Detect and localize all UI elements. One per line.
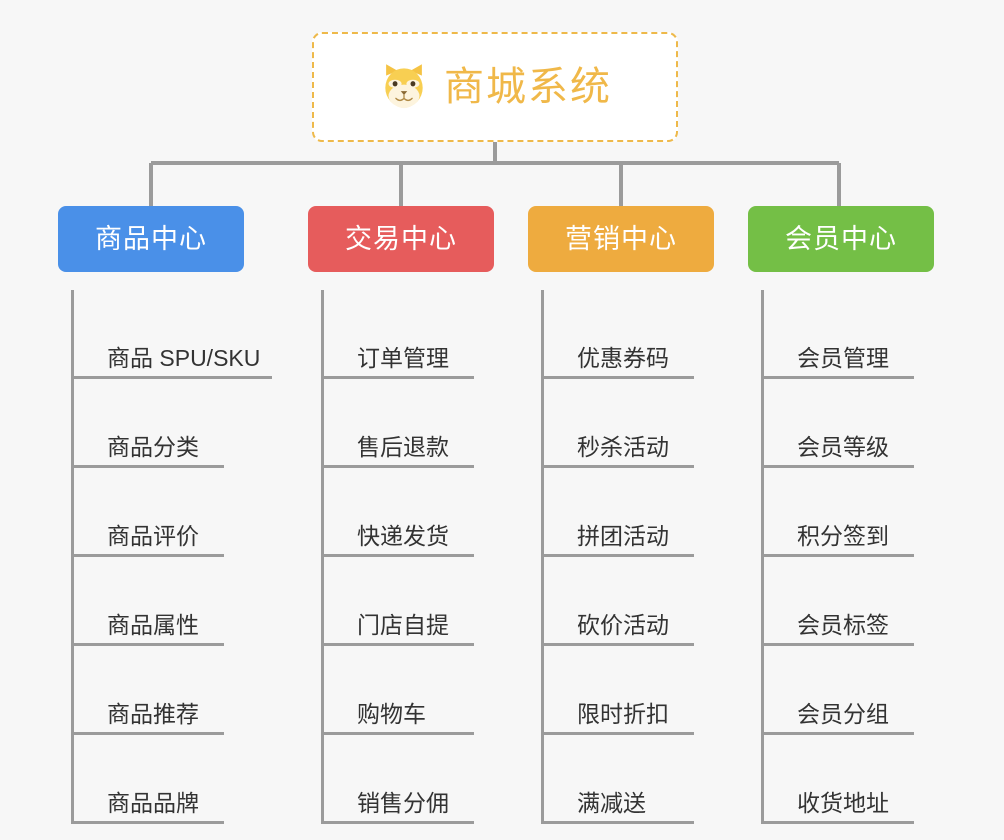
- leaf-item[interactable]: 商品推荐: [74, 646, 224, 735]
- leaf-label: 拼团活动: [577, 522, 669, 549]
- leaf-item[interactable]: 商品评价: [74, 468, 224, 557]
- leaf-label: 门店自提: [357, 611, 449, 638]
- branch-column-0: 商品中心 商品 SPU/SKU 商品分类 商品评价 商品属性 商品推荐 商品品牌: [58, 206, 273, 824]
- leaf-item[interactable]: 商品品牌: [74, 735, 224, 824]
- leaf-item[interactable]: 秒杀活动: [544, 379, 694, 468]
- leaf-label: 销售分佣: [357, 789, 449, 816]
- leaf-label: 会员标签: [797, 611, 889, 638]
- category-box-3[interactable]: 会员中心: [748, 206, 934, 272]
- leaf-item[interactable]: 售后退款: [324, 379, 474, 468]
- leaf-stack-1: 订单管理 售后退款 快递发货 门店自提 购物车 销售分佣: [321, 290, 474, 824]
- leaf-label: 优惠券码: [577, 344, 669, 371]
- leaf-item[interactable]: 商品 SPU/SKU: [74, 290, 273, 379]
- branch-column-3: 会员中心 会员管理 会员等级 积分签到 会员标签 会员分组 收货地址: [748, 206, 934, 824]
- category-title-2: 营销中心: [565, 223, 677, 254]
- root-title: 商城系统: [444, 65, 612, 109]
- leaf-item[interactable]: 会员分组: [764, 646, 914, 735]
- leaf-label: 快递发货: [357, 522, 449, 549]
- leaf-item[interactable]: 会员标签: [764, 557, 914, 646]
- leaf-item[interactable]: 收货地址: [764, 735, 914, 824]
- leaf-item[interactable]: 砍价活动: [544, 557, 694, 646]
- leaf-item[interactable]: 优惠券码: [544, 290, 694, 379]
- leaf-item[interactable]: 拼团活动: [544, 468, 694, 557]
- leaf-label: 商品 SPU/SKU: [107, 344, 261, 371]
- leaf-item[interactable]: 快递发货: [324, 468, 474, 557]
- branch-column-2: 营销中心 优惠券码 秒杀活动 拼团活动 砍价活动 限时折扣 满减送: [528, 206, 714, 824]
- leaf-label: 会员管理: [797, 344, 889, 371]
- leaf-label: 砍价活动: [577, 611, 669, 638]
- leaf-item[interactable]: 限时折扣: [544, 646, 694, 735]
- leaf-item[interactable]: 商品属性: [74, 557, 224, 646]
- leaf-item[interactable]: 会员等级: [764, 379, 914, 468]
- leaf-label: 购物车: [357, 700, 426, 727]
- category-box-0[interactable]: 商品中心: [58, 206, 244, 272]
- leaf-label: 订单管理: [357, 344, 449, 371]
- leaf-label: 商品属性: [107, 611, 199, 638]
- leaf-item[interactable]: 积分签到: [764, 468, 914, 557]
- leaf-item[interactable]: 销售分佣: [324, 735, 474, 824]
- leaf-item[interactable]: 会员管理: [764, 290, 914, 379]
- leaf-stack-2: 优惠券码 秒杀活动 拼团活动 砍价活动 限时折扣 满减送: [541, 290, 694, 824]
- leaf-label: 商品分类: [107, 433, 199, 460]
- leaf-label: 收货地址: [797, 789, 889, 816]
- leaf-label: 秒杀活动: [577, 433, 669, 460]
- branch-column-1: 交易中心 订单管理 售后退款 快递发货 门店自提 购物车 销售分佣: [308, 206, 494, 824]
- leaf-item[interactable]: 商品分类: [74, 379, 224, 468]
- category-box-1[interactable]: 交易中心: [308, 206, 494, 272]
- category-title-1: 交易中心: [345, 223, 457, 254]
- leaf-label: 商品推荐: [107, 700, 199, 727]
- leaf-item[interactable]: 购物车: [324, 646, 474, 735]
- leaf-item[interactable]: 门店自提: [324, 557, 474, 646]
- shiba-dog-face-icon: [385, 64, 423, 109]
- root-node-card[interactable]: 商城系统: [312, 32, 678, 142]
- leaf-label: 售后退款: [357, 433, 449, 460]
- leaf-stack-3: 会员管理 会员等级 积分签到 会员标签 会员分组 收货地址: [761, 290, 914, 824]
- category-box-2[interactable]: 营销中心: [528, 206, 714, 272]
- leaf-item[interactable]: 满减送: [544, 735, 694, 824]
- leaf-stack-0: 商品 SPU/SKU 商品分类 商品评价 商品属性 商品推荐 商品品牌: [71, 290, 273, 824]
- leaf-label: 商品评价: [107, 522, 199, 549]
- leaf-label: 积分签到: [797, 522, 889, 549]
- leaf-label: 商品品牌: [107, 789, 199, 816]
- category-title-0: 商品中心: [95, 223, 207, 254]
- leaf-item[interactable]: 订单管理: [324, 290, 474, 379]
- leaf-label: 会员分组: [797, 700, 889, 727]
- leaf-label: 满减送: [577, 789, 646, 816]
- category-title-3: 会员中心: [785, 223, 897, 254]
- leaf-label: 限时折扣: [577, 700, 669, 727]
- leaf-label: 会员等级: [797, 433, 889, 460]
